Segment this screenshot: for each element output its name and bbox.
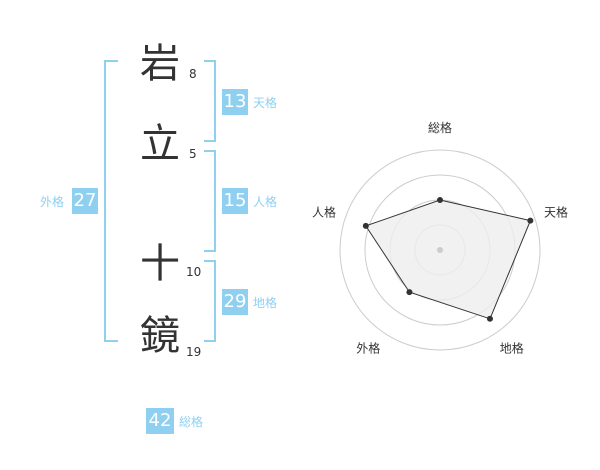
name-char-1: 岩 [140,41,180,87]
radar-point-2 [486,315,493,322]
chikaku-label: 地格 [253,296,278,310]
soukaku-label: 総格 [179,415,204,429]
chikaku-score: 29 [222,289,248,315]
radar-point-4 [362,222,369,229]
stroke-count-1: 8 [189,67,197,81]
name-char-3: 十 [140,241,180,287]
jinkaku-score: 15 [222,188,248,214]
radar-ring-4 [339,149,541,351]
chikaku-bracket [204,260,216,342]
stroke-count-3: 10 [186,265,202,279]
radar-center-dot [437,247,443,253]
radar-point-3 [406,289,413,296]
gaikaku-score: 27 [72,188,98,214]
tenkaku-label: 天格 [253,96,278,110]
gaikaku-bracket [104,60,118,342]
jinkaku-label: 人格 [253,195,278,209]
tenkaku-score: 13 [222,89,248,115]
radar-series-area [365,199,532,320]
radar-axis-label-2: 地格 [500,341,524,356]
stroke-count-2: 5 [189,147,197,161]
radar-point-0 [437,197,443,203]
name-char-2: 立 [140,121,180,167]
gaikaku-label: 外格 [40,195,65,209]
radar-axis-label-3: 外格 [356,341,380,356]
stroke-count-4: 19 [186,345,202,359]
name-char-4: 鏡 [140,313,180,359]
jinkaku-bracket [204,150,216,252]
radar-axis-label-1: 天格 [544,204,568,219]
radar-axis-label-0: 総格 [428,120,452,135]
radar-point-1 [527,217,534,224]
tenkaku-bracket [204,60,216,142]
radar-axis-label-4: 人格 [312,204,336,219]
soukaku-score: 42 [146,408,174,434]
